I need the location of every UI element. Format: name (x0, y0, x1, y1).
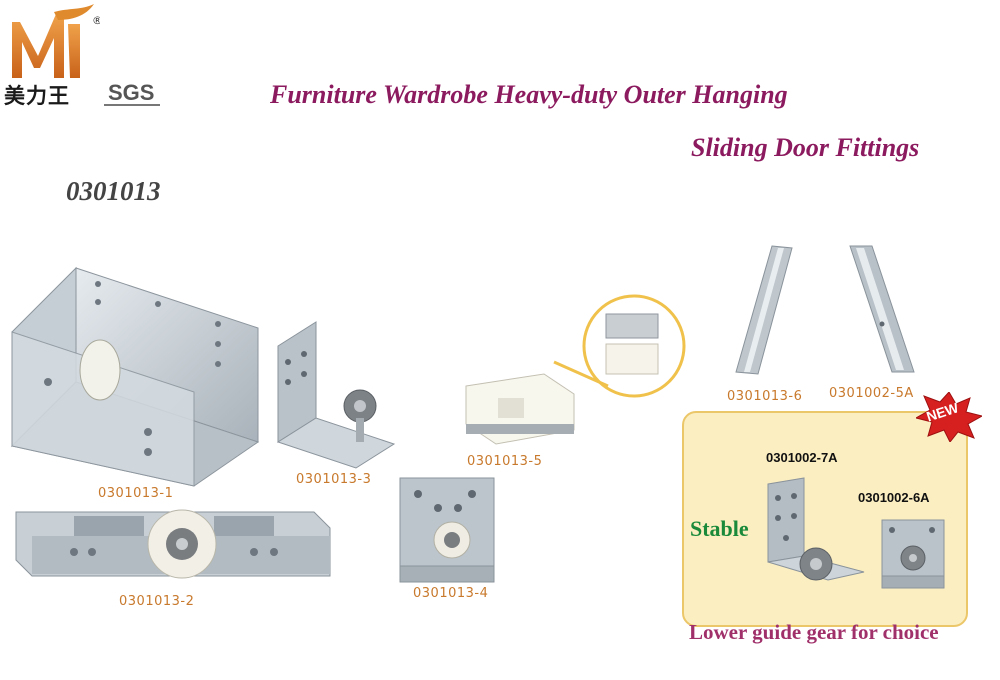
part-label-4: 0301013-4 (413, 586, 489, 601)
roller-plate-icon (15, 509, 331, 579)
sgs-cert-label: SGS (104, 82, 161, 106)
new-badge-icon (916, 392, 982, 442)
part-label-6: 0301013-6 (727, 389, 803, 404)
bracket-roller-icon (399, 477, 495, 583)
part-label-5a: 0301002-5A (829, 386, 914, 401)
page-title-line1: Furniture Wardrobe Heavy-duty Outer Hang… (270, 80, 788, 109)
brand-chinese-name: 美力王 (4, 84, 70, 108)
part-label-2: 0301013-2 (119, 594, 195, 609)
stable-label: Stable (690, 516, 749, 541)
option-b-label: 0301002-6A (858, 490, 930, 505)
part-label-1: 0301013-1 (98, 486, 174, 501)
part-label-3: 0301013-3 (296, 472, 372, 487)
aluminum-track-icon (849, 245, 915, 373)
bracket-roller-icon (276, 321, 396, 469)
page-title-line2: Sliding Door Fittings (691, 133, 920, 162)
model-number: 0301013 (66, 176, 161, 206)
option-a-label: 0301002-7A (766, 450, 838, 465)
plastic-guide-block-icon (465, 294, 686, 445)
lower-guide-caption: Lower guide gear for choice (689, 620, 939, 644)
bracket-roller-icon (767, 477, 865, 581)
u-channel-hanger-icon (11, 266, 260, 487)
bracket-roller-icon (881, 519, 945, 589)
aluminum-track-icon (735, 245, 793, 375)
part-label-5: 0301013-5 (467, 454, 543, 469)
lower-guide-choice-panel (682, 411, 968, 627)
registered-mark: ® (92, 14, 100, 27)
brand-logo-icon: ® (12, 4, 100, 78)
